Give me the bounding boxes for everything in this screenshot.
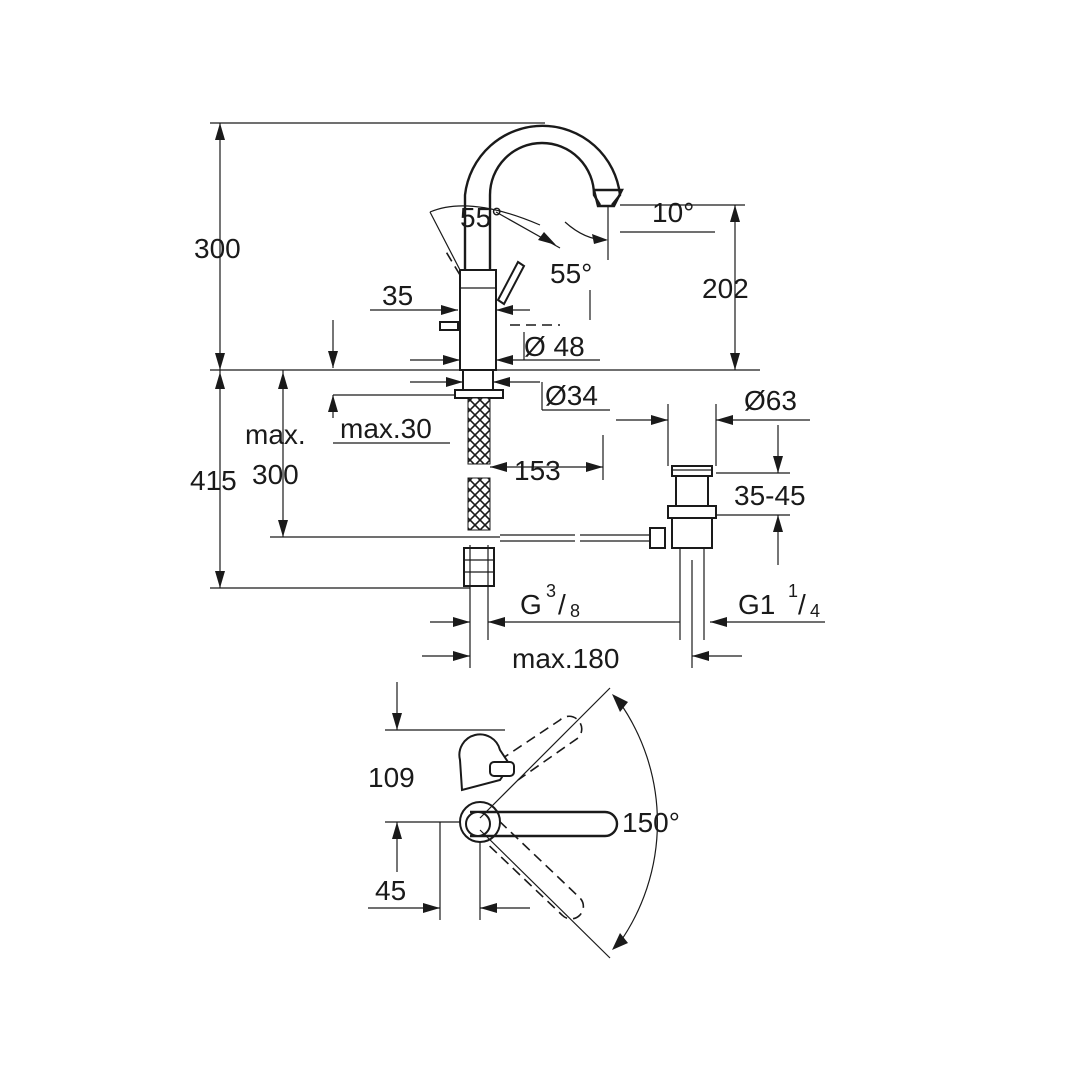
hose-fitting <box>463 547 495 587</box>
label-rotation: 150° <box>622 807 680 838</box>
supply-hose-lower <box>467 477 491 531</box>
waste-assembly <box>667 465 717 640</box>
supply-hose-upper <box>467 397 491 465</box>
lever-handle <box>496 260 526 306</box>
dimension-labels: 300 55° 55° 10° 202 35 Ø 48 Ø34 max.30 m… <box>190 197 820 906</box>
top-lever <box>470 810 619 838</box>
top-lever-knob <box>489 761 515 777</box>
label-connection-thread: G <box>520 589 542 620</box>
label-connection-thread-den: 8 <box>570 601 580 621</box>
label-waste-thread: G1 <box>738 589 775 620</box>
label-tail-distance: 153 <box>514 455 561 486</box>
label-waste-thread-num: 1 <box>788 581 798 601</box>
popup-rod <box>500 527 666 549</box>
label-waste-range: 35-45 <box>734 480 806 511</box>
label-connection-thread-num: 3 <box>546 581 556 601</box>
label-angle-right: 55° <box>550 258 592 289</box>
label-base-diameter: Ø34 <box>545 380 598 411</box>
label-height-total: 300 <box>194 233 241 264</box>
label-lever-depth: 109 <box>368 762 415 793</box>
label-outlet-height: 202 <box>702 273 749 304</box>
label-angle-left: 55° <box>460 202 502 233</box>
label-below-deck: 415 <box>190 465 237 496</box>
label-max-spacing: max.180 <box>512 643 619 674</box>
label-connection-slash: / <box>558 589 566 620</box>
label-deck-thickness: max.30 <box>340 413 432 444</box>
label-offset: 45 <box>375 875 406 906</box>
faucet-top-view <box>368 682 659 959</box>
faucet-body <box>459 269 497 371</box>
faucet-side-view <box>439 124 624 640</box>
dimension-lines-side <box>210 122 825 668</box>
label-hose-length: 300 <box>252 459 299 490</box>
spout-outer <box>463 124 622 270</box>
label-body-diameter: Ø 48 <box>524 331 585 362</box>
label-waste-thread-den: 4 <box>810 601 820 621</box>
spout-outlet <box>592 188 624 208</box>
label-tilt: 10° <box>652 197 694 228</box>
label-hose-max: max. <box>245 419 306 450</box>
label-waste-diameter: Ø63 <box>744 385 797 416</box>
label-handle-offset: 35 <box>382 280 413 311</box>
side-lever <box>439 321 459 331</box>
spout-inner <box>488 141 602 270</box>
label-waste-slash: / <box>798 589 806 620</box>
base-nut <box>462 369 494 391</box>
